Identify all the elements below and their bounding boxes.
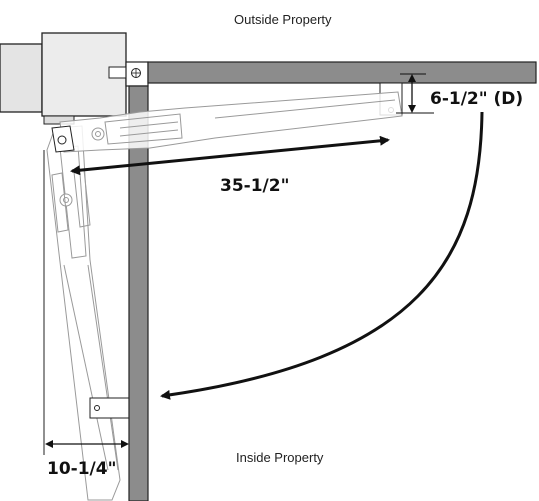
inside-property-label: Inside Property: [236, 450, 324, 465]
offset-d-dimension: [396, 73, 434, 114]
gate-open-position: [128, 85, 149, 501]
arm-pivot: [51, 125, 75, 153]
gate-closed-position: [147, 61, 537, 84]
offset-d-label: 6-1/2" (D): [430, 89, 523, 109]
gate-bracket-open: [89, 397, 131, 419]
setback-label: 10-1/4": [47, 459, 116, 479]
arm-length-label: 35-1/2": [220, 176, 289, 196]
swing-arc-arrow: [160, 111, 484, 400]
outside-property-label: Outside Property: [234, 12, 332, 27]
post-hinge-bracket: [108, 61, 149, 87]
arm-length-arrow: [70, 135, 390, 176]
opener-motor-housing: [0, 32, 127, 125]
